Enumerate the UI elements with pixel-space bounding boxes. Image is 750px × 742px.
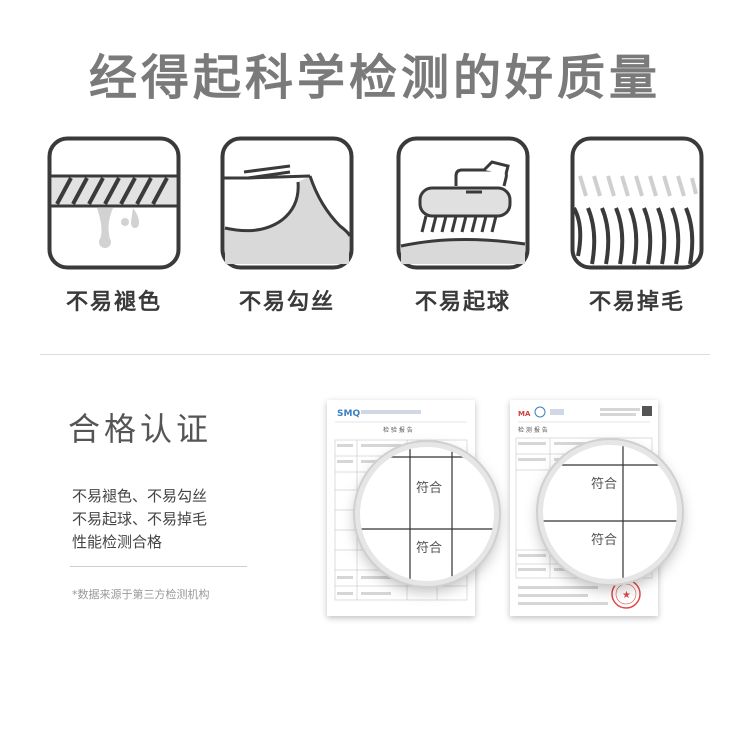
certification-line: 不易褪色、不易勾丝	[72, 487, 208, 505]
rope-fading-icon	[47, 136, 181, 270]
brush-pilling-icon	[396, 136, 530, 270]
magnifier-lens: 符合 符合	[538, 440, 682, 584]
test-report-document: SMQ 检 验 报 告 符合	[327, 400, 499, 616]
feature-label: 不易勾丝	[238, 290, 335, 315]
certification-title: 合格认证	[68, 410, 213, 448]
page-title: 经得起科学检测的好质量	[88, 50, 661, 106]
pass-result: 符合	[416, 541, 443, 556]
feature-item-shedding: 不易掉毛	[567, 136, 707, 316]
test-report-document: MA 检 测 报 告 ★	[510, 400, 682, 616]
hair-shedding-icon	[570, 136, 704, 270]
feature-label: 不易起球	[414, 290, 511, 315]
feature-label: 不易掉毛	[588, 290, 685, 315]
pass-result: 符合	[416, 481, 443, 496]
certification-lines: 不易褪色、不易勾丝 不易起球、不易掉毛 性能检测合格	[72, 485, 207, 554]
certification-line: 不易起球、不易掉毛	[72, 510, 208, 528]
fabric-snag-icon	[220, 136, 354, 270]
feature-list: 不易褪色 不易勾丝	[0, 136, 750, 326]
certification-line: 性能检测合格	[72, 533, 163, 551]
pass-result: 符合	[591, 533, 618, 548]
svg-text:★: ★	[622, 590, 631, 601]
report-heading: 检 测 报 告	[518, 426, 548, 434]
report-logo: SMQ	[337, 409, 360, 419]
magnifier-lens: 符合 符合	[355, 442, 499, 586]
section-divider	[40, 354, 710, 355]
report-heading: 检 验 报 告	[383, 426, 413, 434]
feature-item-pilling: 不易起球	[393, 136, 533, 316]
pass-result: 符合	[591, 477, 618, 492]
feature-label: 不易褪色	[65, 290, 162, 315]
report-logo: MA	[518, 410, 531, 418]
feature-item-snag: 不易勾丝	[217, 136, 357, 316]
certification-separator	[70, 566, 247, 567]
certification-note: *数据来源于第三方检测机构	[72, 588, 210, 601]
feature-item-fading: 不易褪色	[44, 136, 184, 316]
